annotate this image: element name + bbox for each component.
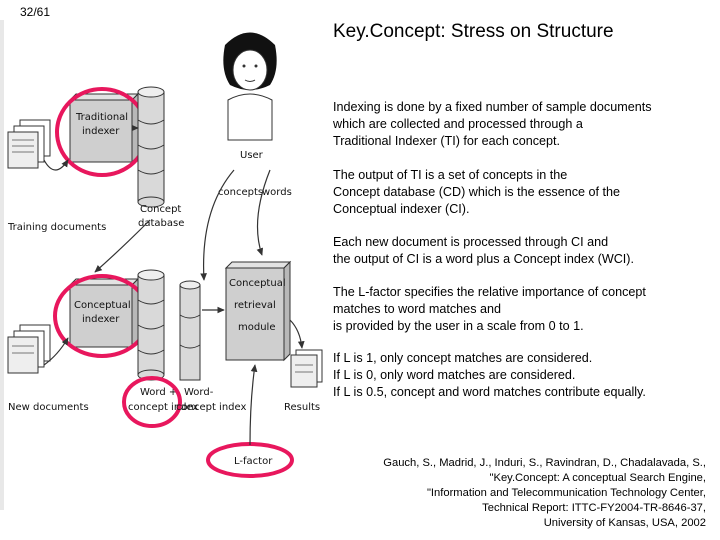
text-line: is provided by the user in a scale from … bbox=[333, 319, 584, 333]
text-line: Indexing is done by a fixed number of sa… bbox=[333, 100, 652, 114]
citation-line: Technical Report: ITTC-FY2004-TR-8646-37… bbox=[482, 502, 706, 514]
conceptual-indexer-box bbox=[68, 277, 140, 349]
paragraph-l-values: If L is 1, only concept matches are cons… bbox=[333, 350, 718, 401]
citation-line: "Information and Telecommunication Techn… bbox=[426, 487, 706, 499]
new-documents-label: New documents bbox=[8, 402, 89, 413]
concept-database-icon bbox=[137, 86, 165, 208]
word-concept-highlight bbox=[122, 376, 182, 428]
words-label: words bbox=[262, 187, 292, 198]
word-concept-index-icon bbox=[137, 269, 201, 381]
results-label: Results bbox=[284, 402, 320, 413]
paragraph-indexing: Indexing is done by a fixed number of sa… bbox=[333, 99, 718, 150]
text-line: which are collected and processed throug… bbox=[333, 117, 583, 131]
results-icon bbox=[290, 349, 323, 388]
conceptual-indexer-label-2: indexer bbox=[82, 314, 120, 325]
keyconcept-architecture-diagram: Training documents Traditional indexer C… bbox=[0, 20, 323, 510]
concept-database-label-2: database bbox=[138, 218, 184, 229]
paragraph-new-document: Each new document is processed through C… bbox=[333, 234, 718, 268]
conceptual-retrieval-module-box bbox=[224, 260, 292, 362]
citation-line: University of Kansas, USA, 2002 bbox=[543, 517, 706, 529]
text-line: the output of CI is a word plus a Concep… bbox=[333, 252, 634, 266]
text-line: matches to word matches and bbox=[333, 302, 501, 316]
text-line: Each new document is processed through C… bbox=[333, 235, 609, 249]
text-line: Concept database (CD) which is the essen… bbox=[333, 185, 621, 199]
word-concept-label-1: Word + bbox=[140, 387, 177, 398]
word-concept-label-2: concept index bbox=[128, 402, 198, 413]
citation-line: "Key.Concept: A conceptual Search Engine… bbox=[489, 472, 706, 484]
word-concept-index-label-1: Word- bbox=[184, 387, 214, 398]
lfactor-label: L-factor bbox=[234, 456, 273, 467]
new-documents-icon bbox=[7, 324, 51, 374]
retrieval-module-label-3: module bbox=[238, 322, 275, 333]
page-number: 32/61 bbox=[20, 5, 51, 19]
retrieval-module-label-2: retrieval bbox=[234, 300, 276, 311]
concept-database-label-1: Concept bbox=[140, 204, 181, 215]
flow-arrows bbox=[43, 124, 305, 446]
concepts-label: concepts bbox=[218, 187, 263, 198]
text-line: If L is 0, only word matches are conside… bbox=[333, 368, 576, 382]
retrieval-module-label-1: Conceptual bbox=[229, 278, 286, 289]
citation: Gauch, S., Madrid, J., Induri, S., Ravin… bbox=[383, 456, 706, 531]
citation-line: Gauch, S., Madrid, J., Induri, S., Ravin… bbox=[383, 457, 706, 469]
text-line: If L is 0.5, concept and word matches co… bbox=[333, 385, 646, 399]
traditional-indexer-label-2: indexer bbox=[82, 126, 120, 137]
text-line: The L-factor specifies the relative impo… bbox=[333, 285, 646, 299]
paragraph-lfactor: The L-factor specifies the relative impo… bbox=[333, 284, 718, 335]
user-label: User bbox=[240, 150, 264, 161]
word-concept-index-label-2: concept index bbox=[176, 402, 246, 413]
training-documents-icon bbox=[7, 119, 51, 169]
text-line: If L is 1, only concept matches are cons… bbox=[333, 351, 593, 365]
traditional-indexer-box bbox=[68, 92, 140, 164]
traditional-indexer-label-1: Traditional bbox=[75, 112, 128, 123]
paragraph-ti-output: The output of TI is a set of concepts in… bbox=[333, 167, 718, 218]
slide-title: Key.Concept: Stress on Structure bbox=[333, 21, 614, 42]
training-documents-label: Training documents bbox=[7, 222, 106, 233]
text-line: The output of TI is a set of concepts in… bbox=[333, 168, 568, 182]
user-icon bbox=[223, 32, 277, 141]
text-line: Conceptual indexer (CI). bbox=[333, 202, 470, 216]
conceptual-indexer-label-1: Conceptual bbox=[74, 300, 131, 311]
text-line: Traditional Indexer (TI) for each concep… bbox=[333, 134, 561, 148]
